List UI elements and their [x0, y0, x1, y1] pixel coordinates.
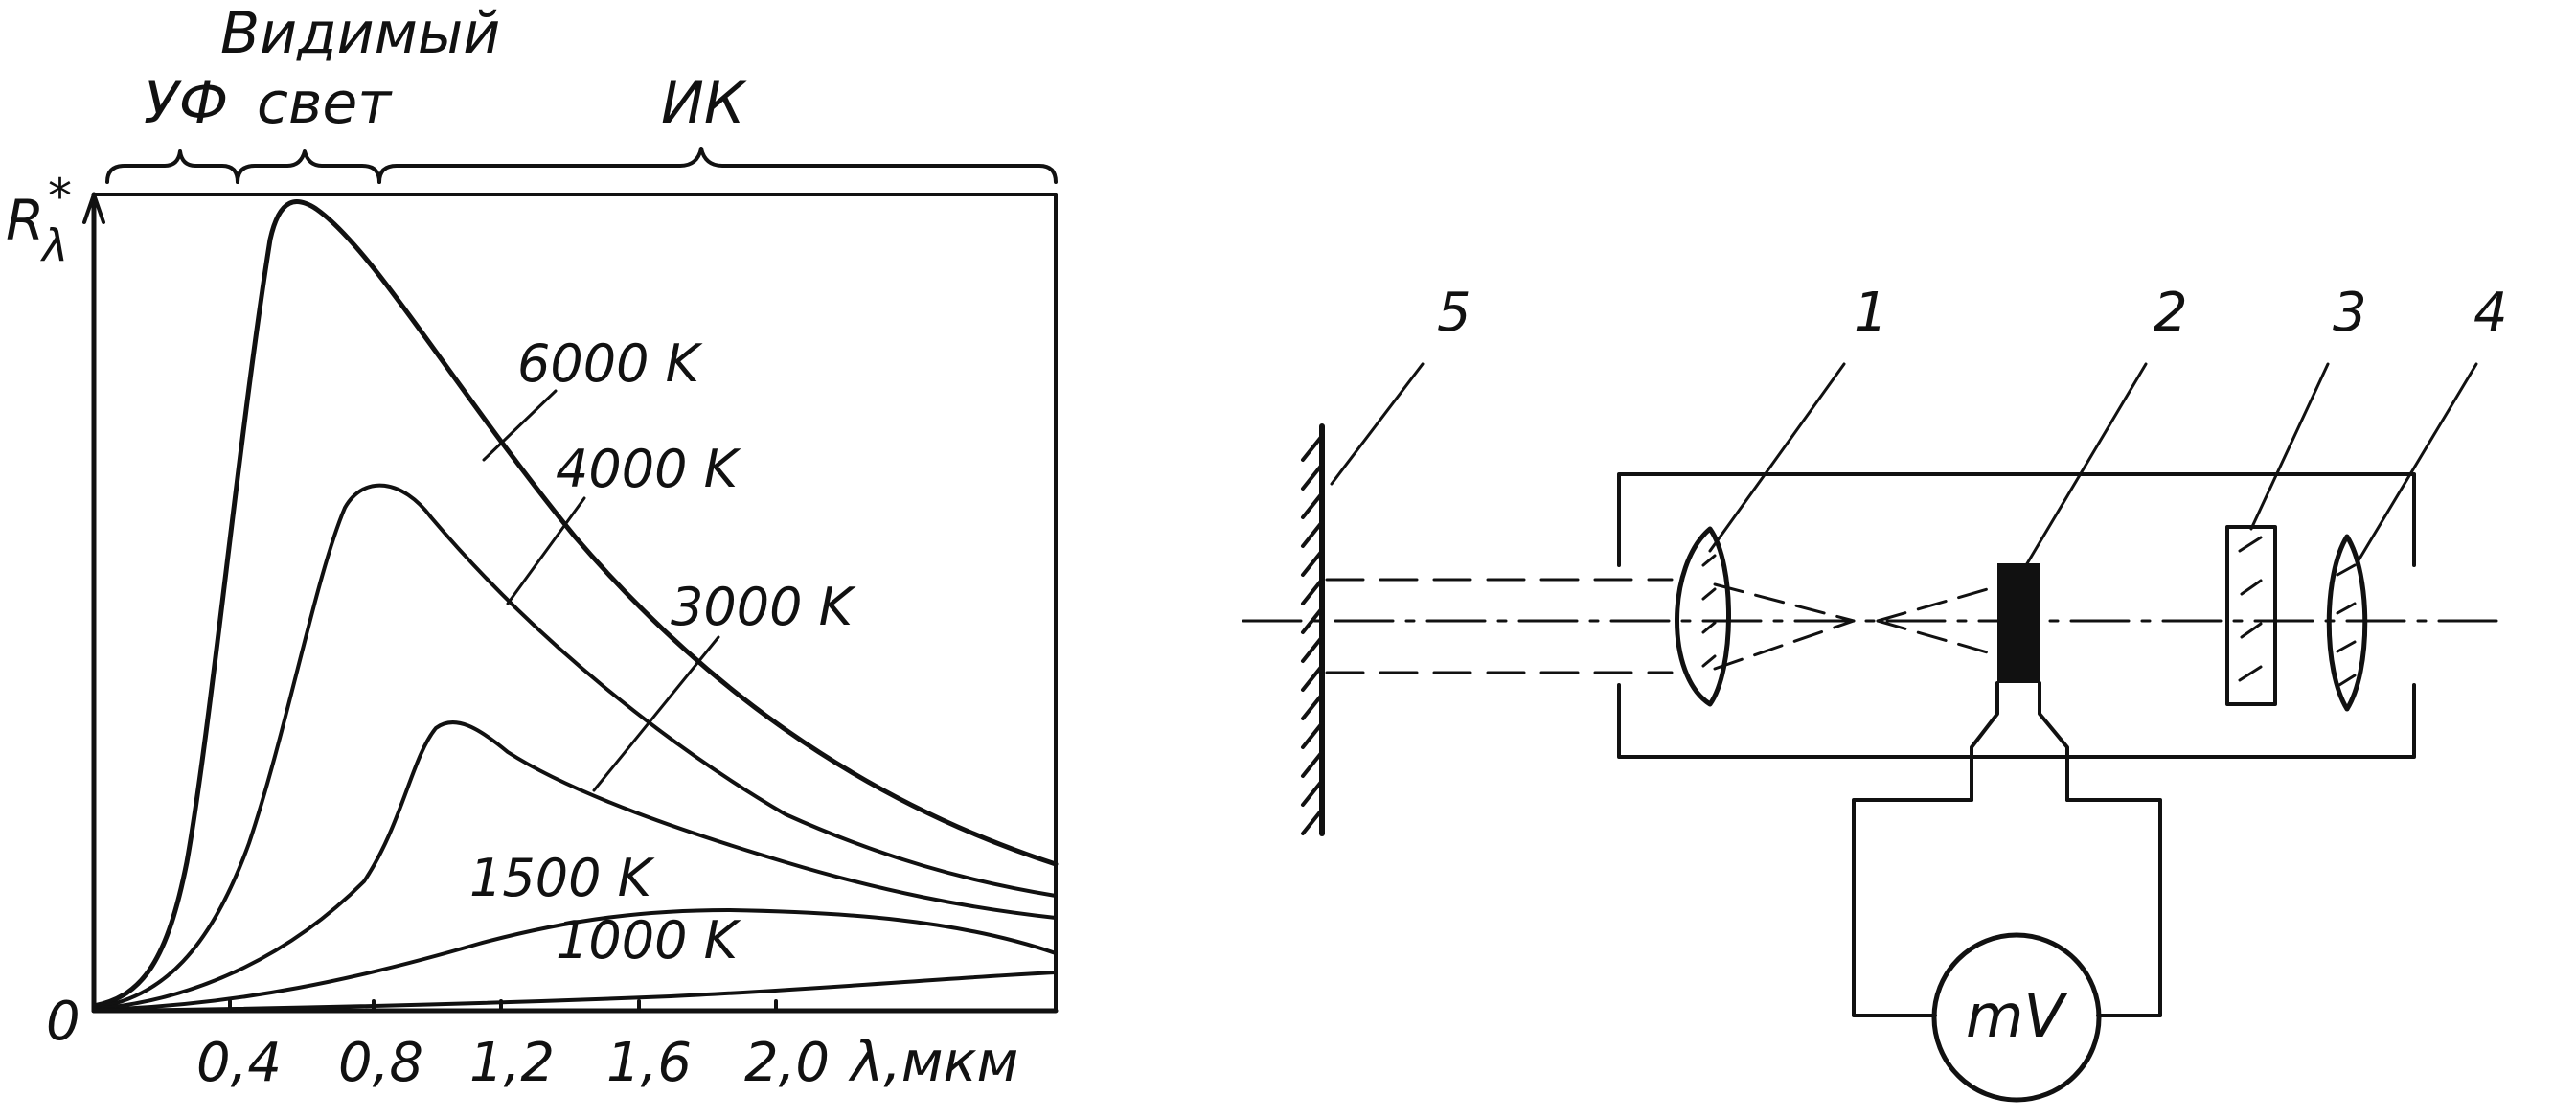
x-tick-label: 1,2 [469, 1032, 555, 1094]
brace-visible [236, 149, 381, 184]
callout-1: 1 [1854, 282, 1888, 344]
y-axis-label: R [6, 188, 44, 253]
leader-4 [2357, 362, 2478, 562]
leader-5 [1330, 362, 1425, 486]
lens-objective [1675, 526, 1731, 707]
callout-3: 3 [2333, 282, 2367, 344]
curve-label-4000k: 4000 K [556, 439, 741, 499]
ray-converge-upper [1713, 582, 1856, 623]
ray-converge-lower [1713, 619, 1856, 671]
region-label-ir: ИК [661, 70, 747, 137]
filter-plate [2225, 525, 2277, 706]
spectral-radiance-plot: УФ Видимый свет ИК R λ * 0 0,4 0,8 1,2 1… [6, 0, 1059, 1094]
region-label-visible-line2: свет [257, 70, 393, 137]
detector-element [1997, 563, 2040, 683]
ray-diverge-lower [1876, 619, 1999, 657]
leader-6000k [482, 389, 558, 462]
region-label-uv: УФ [144, 70, 228, 137]
curve-label-6000k: 6000 K [517, 333, 703, 394]
leader-3000k [592, 635, 720, 792]
x-tick-label: 0,4 [196, 1032, 282, 1094]
callout-5: 5 [1437, 282, 1471, 344]
detector-leads [1970, 681, 2069, 802]
housing-bottom [1617, 683, 2416, 759]
optical-setup-diagram: mV 5 1 2 3 4 [1242, 282, 2508, 1103]
curve-label-1000k: 1000 K [556, 910, 741, 971]
millivoltmeter-label: mV [1966, 981, 2068, 1051]
curve-label-3000k: 3000 K [671, 577, 856, 637]
lens-eyepiece-hatch [2336, 563, 2357, 687]
x-tick-label: 2,0 [744, 1032, 830, 1094]
circuit-wires [1852, 798, 2162, 1017]
mirror-hatching [1301, 434, 1324, 835]
leader-1 [1708, 362, 1846, 553]
y-axis-label-sup: * [48, 169, 72, 224]
callout-2: 2 [2154, 282, 2188, 344]
curve-6000k [91, 199, 1059, 1009]
region-label-visible-line1: Видимый [220, 0, 500, 67]
x-tick-label: 0,8 [338, 1032, 423, 1094]
curve-4000k [92, 483, 1058, 1010]
y-axis-arrow [82, 193, 105, 224]
origin-label: 0 [46, 991, 80, 1053]
leader-2 [2024, 362, 2148, 567]
brace-uv [105, 149, 239, 184]
curve-1500k [92, 908, 1058, 1012]
lens-objective-hatch [1701, 554, 1717, 668]
y-axis-label-sub: λ [39, 219, 68, 271]
callout-4: 4 [2473, 282, 2508, 344]
brace-ir [377, 147, 1058, 184]
leader-3 [2249, 362, 2330, 531]
x-axis-label: λ,мкм [848, 1029, 1018, 1094]
millivoltmeter [1931, 932, 2102, 1103]
housing-top [1617, 472, 2416, 567]
leader-4000k [506, 496, 586, 605]
curve-3000k [92, 720, 1058, 1011]
curve-label-1500k: 1500 K [469, 848, 655, 908]
filter-hatch [2238, 536, 2263, 682]
x-tick-label: 1,6 [606, 1032, 692, 1094]
lens-eyepiece [2326, 534, 2368, 712]
curve-1000k [92, 971, 1058, 1013]
ray-diverge-upper [1876, 584, 1999, 623]
